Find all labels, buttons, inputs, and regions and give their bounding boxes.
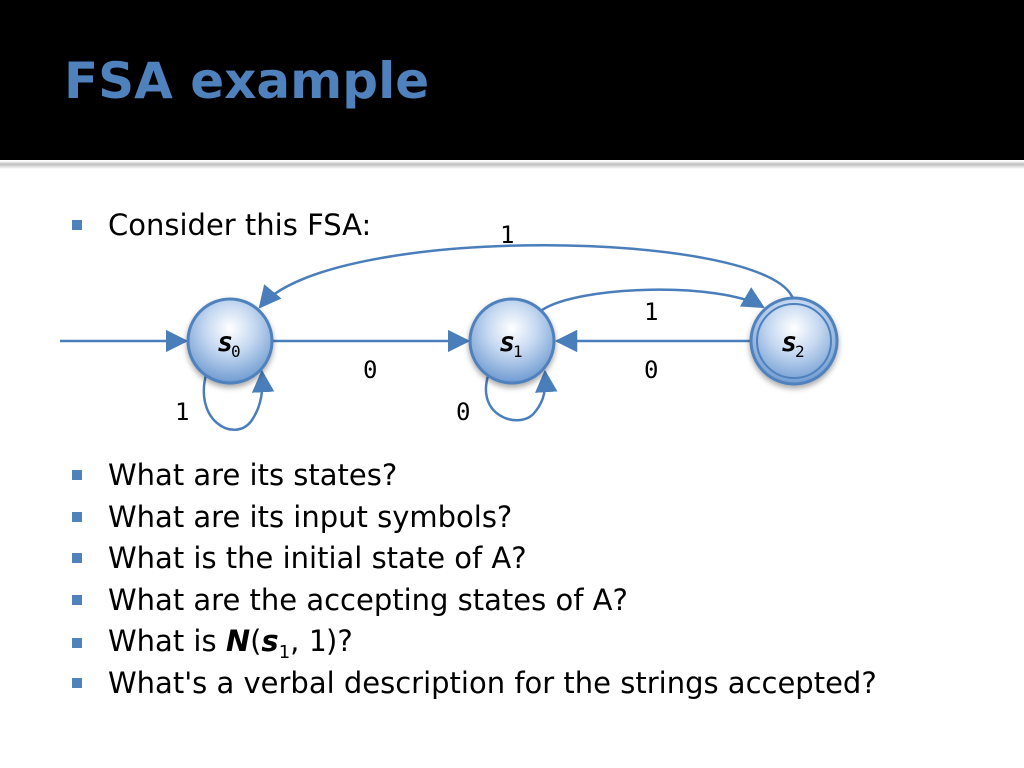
title-divider (0, 161, 1024, 169)
bullet-square-icon (72, 512, 82, 522)
bullet-square-icon (72, 553, 82, 563)
state-s0-sub: 0 (231, 342, 241, 361)
state-s2-accepting: s 2 (749, 296, 839, 386)
q5-symbol: 1 (308, 624, 327, 658)
bullet-q1: What are its states? (72, 458, 397, 492)
label-s1-self: 0 (456, 398, 470, 426)
q5-close: )? (326, 624, 353, 658)
state-s0-label: s (217, 327, 233, 358)
q5-open: ( (250, 624, 262, 658)
intro-text: Consider this FSA: (108, 208, 372, 242)
label-s1-s2: 1 (644, 298, 658, 326)
state-s1-label: s (499, 327, 515, 358)
bullet-q6: What's a verbal description for the stri… (72, 666, 877, 700)
label-s0-self: 1 (175, 398, 189, 426)
bullet-q3: What is the initial state of A? (72, 541, 527, 575)
state-s2-sub: 2 (795, 342, 805, 361)
edge-s2-s0 (258, 244, 795, 309)
bullet-intro: Consider this FSA: (72, 208, 371, 242)
state-s1-sub: 1 (513, 342, 523, 361)
q5-prefix: What is (108, 624, 226, 658)
state-s0: s 0 (186, 297, 274, 385)
edge-s1-self (484, 367, 558, 422)
state-s1: s 1 (468, 297, 556, 385)
bullet-q5: What is N(s1, 1)? (72, 624, 353, 663)
edge-s0-self (202, 367, 275, 431)
question-text: What is N(s1, 1)? (108, 624, 353, 663)
q5-state: s (261, 624, 279, 658)
label-s0-s1: 0 (363, 356, 377, 384)
question-text: What is the initial state of A? (108, 541, 527, 575)
bullet-q2: What are its input symbols? (72, 500, 512, 534)
bullet-square-icon (72, 470, 82, 480)
question-text: What are the accepting states of A? (108, 583, 628, 617)
q5-function: N (225, 624, 251, 658)
question-text: What's a verbal description for the stri… (108, 666, 877, 700)
label-s2-s1: 0 (644, 356, 658, 384)
bullet-square-icon (72, 678, 82, 688)
question-text: What are its input symbols? (108, 500, 513, 534)
q5-sep: , (290, 624, 309, 658)
bullet-q4: What are the accepting states of A? (72, 583, 628, 617)
bullet-square-icon (72, 595, 82, 605)
question-text: What are its states? (108, 458, 398, 492)
slide-title: FSA example (64, 52, 430, 110)
bullet-square-icon (72, 220, 82, 230)
label-s2-s0: 1 (500, 221, 514, 249)
bullet-square-icon (72, 638, 82, 649)
q5-sub: 1 (278, 641, 291, 663)
state-s2-label: s (781, 327, 797, 358)
title-bar: FSA example (0, 0, 1024, 160)
edge-s1-s2 (541, 287, 765, 312)
